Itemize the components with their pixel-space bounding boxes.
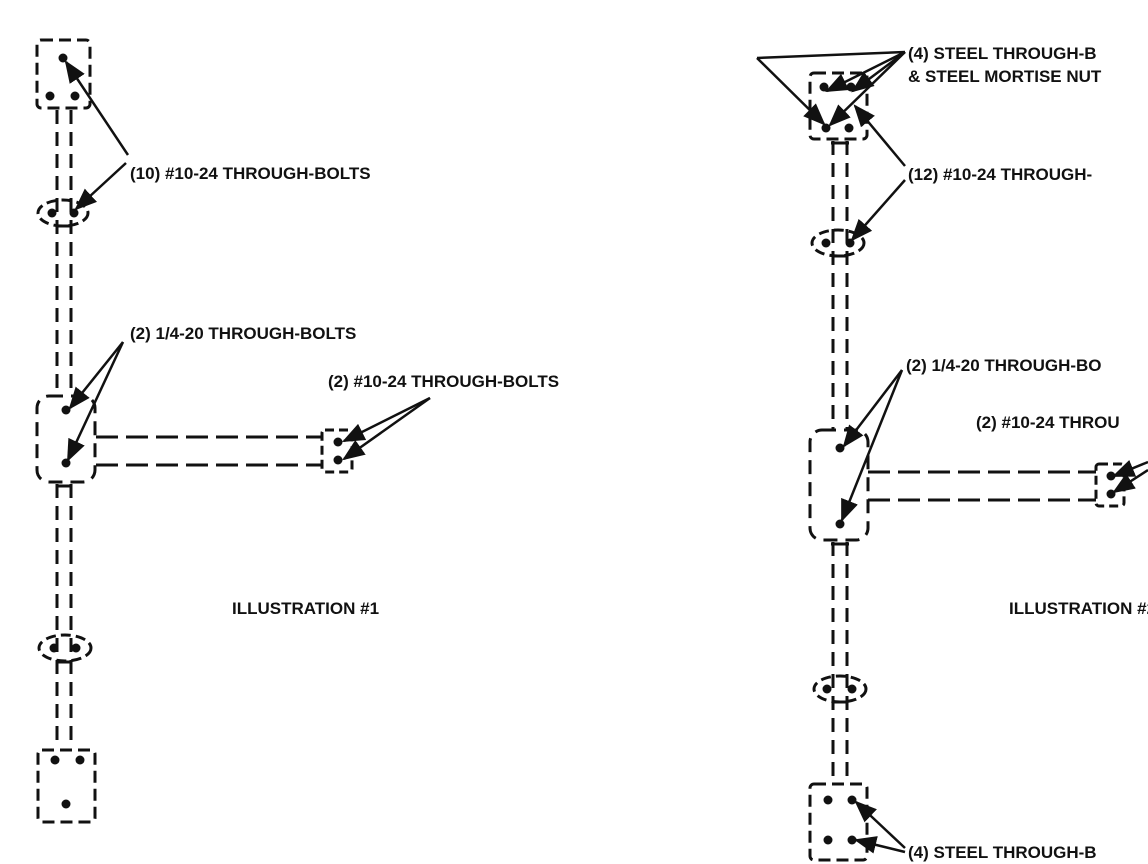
bottom-bracket-1 — [36, 748, 97, 824]
label-steel-top-line2-2: & STEEL MORTISE NUT — [908, 67, 1102, 86]
label-steel-top-line1-2: (4) STEEL THROUGH-B — [908, 44, 1097, 63]
label-top-bolts-2: (12) #10-24 THROUGH- — [908, 165, 1092, 184]
arm-bracket-1 — [320, 428, 354, 474]
label-steel-bottom-2: (4) STEEL THROUGH-B — [908, 843, 1097, 862]
illustration-2 — [808, 71, 1126, 862]
bolts-1 — [45, 53, 343, 809]
label-arm-bolts-2: (2) #10-24 THROU — [976, 413, 1120, 432]
illustration-2-title: ILLUSTRATION #2 — [1009, 599, 1148, 618]
illustration-1-title: ILLUSTRATION #1 — [232, 599, 379, 618]
top-bracket-2 — [808, 71, 869, 141]
leaders-1 — [64, 60, 431, 463]
leaders-2 — [756, 50, 1148, 854]
bottom-guide-1 — [37, 633, 93, 663]
top-bracket-1 — [35, 38, 92, 110]
bottom-bracket-2 — [808, 782, 869, 862]
center-case-2 — [808, 428, 870, 542]
bottom-guide-2 — [812, 674, 868, 704]
label-mid-bolts-1: (2) 1/4-20 THROUGH-BOLTS — [130, 324, 356, 343]
label-arm-bolts-1: (2) #10-24 THROUGH-BOLTS — [328, 372, 559, 391]
arm-bracket-2 — [1094, 462, 1126, 508]
label-top-bolts-1: (10) #10-24 THROUGH-BOLTS — [130, 164, 371, 183]
label-mid-bolts-2: (2) 1/4-20 THROUGH-BO — [906, 356, 1102, 375]
illustration-1 — [35, 38, 354, 824]
